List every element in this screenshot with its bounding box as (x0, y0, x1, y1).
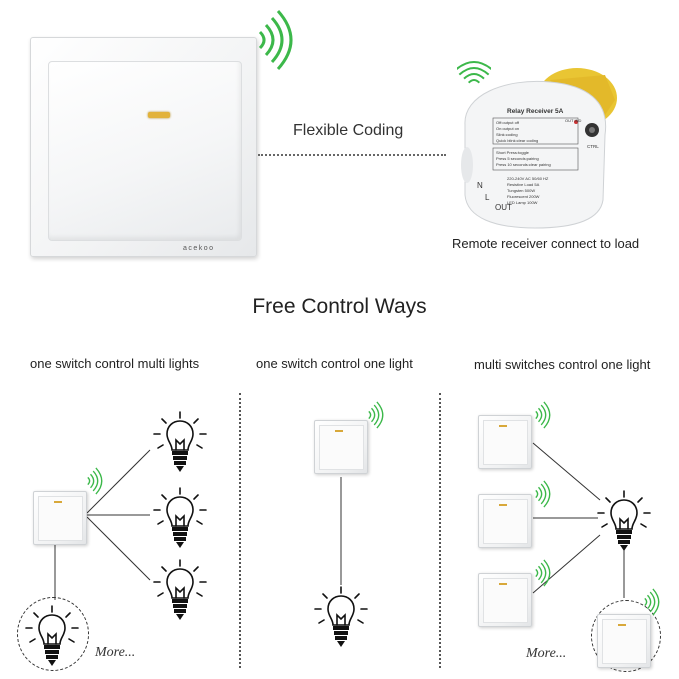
section-divider (439, 393, 441, 668)
wall-switch-image: acekoo (30, 37, 257, 257)
svg-text:L: L (485, 193, 490, 202)
receiver-ctrl: CTRL (587, 144, 599, 149)
svg-text:Off:output off: Off:output off (496, 120, 520, 125)
more-lights-circle (17, 597, 89, 671)
svg-text:Fluorescent 200W: Fluorescent 200W (507, 194, 540, 199)
wireless-signal-icon (644, 588, 660, 616)
light-bulb-icon (152, 486, 208, 550)
more-label: More... (526, 646, 567, 661)
switch-led-indicator (148, 112, 170, 118)
wireless-signal-icon (368, 401, 384, 429)
connection-lines (532, 442, 625, 598)
light-bulb-icon (152, 558, 208, 622)
wireless-switch (314, 420, 368, 474)
section-title-multi-switches: multi switches control one light (474, 357, 651, 372)
receiver-title: Relay Receiver 5A (507, 108, 564, 115)
wireless-signal-icon (256, 10, 296, 70)
light-bulb-icon (24, 604, 80, 668)
wireless-switch (478, 573, 532, 627)
wireless-switch (478, 494, 532, 548)
receiver-out-ind: OUT IND (565, 118, 581, 123)
svg-text:LED Lamp 100W: LED Lamp 100W (507, 200, 538, 205)
wireless-switch (33, 491, 87, 545)
light-bulb-icon (152, 410, 208, 474)
coding-dotted-line (258, 154, 446, 156)
svg-text:Quick blink:clear coding: Quick blink:clear coding (496, 138, 538, 143)
wireless-signal-icon (535, 480, 551, 508)
free-control-heading: Free Control Ways (252, 295, 427, 318)
switch-rocker (48, 61, 242, 241)
svg-text:N: N (477, 181, 483, 190)
receiver-caption: Remote receiver connect to load (452, 236, 640, 251)
section-title-multi-lights: one switch control multi lights (30, 356, 200, 371)
svg-text:Resistive Load 5A: Resistive Load 5A (507, 182, 540, 187)
svg-text:Press 10 seconds:clear pairing: Press 10 seconds:clear pairing (496, 162, 551, 167)
relay-receiver-image: Relay Receiver 5A OUT IND CTRL Off:outpu… (461, 68, 617, 229)
svg-text:220-240V AC 50/60 HZ: 220-240V AC 50/60 HZ (507, 176, 549, 181)
switch-brand-logo: acekoo (183, 245, 215, 252)
section-title-one-light: one switch control one light (256, 356, 413, 371)
more-label: More... (95, 645, 136, 660)
wireless-signal-icon (87, 467, 103, 495)
wireless-switch (478, 415, 532, 469)
connection-lines (54, 449, 151, 600)
wireless-signal-icon (535, 559, 551, 587)
svg-text:Tungsten 500W: Tungsten 500W (507, 188, 535, 193)
svg-text:Slink:coding: Slink:coding (496, 132, 518, 137)
light-bulb-icon (596, 489, 652, 553)
section-divider (239, 393, 241, 668)
svg-text:On:output on: On:output on (496, 126, 519, 131)
svg-text:OUT: OUT (495, 203, 512, 212)
wireless-switch (597, 614, 651, 668)
light-bulb-icon (313, 585, 369, 649)
svg-text:Short Press:toggle: Short Press:toggle (496, 150, 530, 155)
connection-lines (340, 477, 342, 585)
more-switches-circle (591, 600, 661, 672)
svg-text:Press 5 seconds:pairing: Press 5 seconds:pairing (496, 156, 539, 161)
wireless-signal-icon (535, 401, 551, 429)
flexible-coding-label: Flexible Coding (293, 122, 404, 139)
